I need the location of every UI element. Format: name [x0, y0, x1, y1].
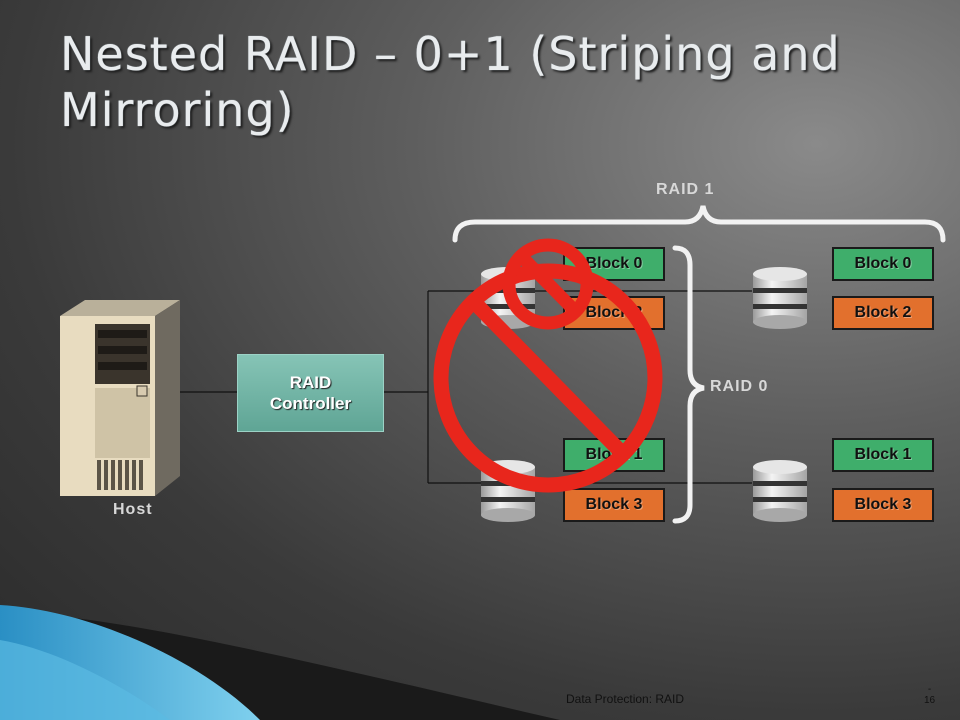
page-number: - 16 — [924, 684, 935, 706]
right-block-0: Block 0 — [832, 247, 934, 281]
right-block-3: Block 3 — [832, 488, 934, 522]
raid1-brace — [452, 205, 946, 243]
page-number-value: 16 — [924, 695, 936, 706]
page-number-dash: - — [927, 684, 932, 695]
right-block-2: Block 2 — [832, 296, 934, 330]
slide-footer: Data Protection: RAID — [566, 692, 685, 706]
right-block-1: Block 1 — [832, 438, 934, 472]
raid1-label: RAID 1 — [656, 181, 715, 198]
raid-controller-box: RAID Controller — [237, 354, 384, 432]
controller-label-line2: Controller — [269, 394, 352, 413]
host-label: Host — [113, 501, 153, 518]
slide-title: Nested RAID – 0+1 (Striping and Mirrorin… — [60, 27, 841, 137]
raid0-brace — [672, 245, 705, 524]
disk-icon-right-top — [753, 267, 807, 329]
controller-label-line1: RAID — [289, 373, 332, 392]
disk-icon-right-bottom — [753, 460, 807, 522]
raid0-label: RAID 0 — [710, 378, 769, 395]
left-block-3: Block 3 — [563, 488, 665, 522]
host-server-icon — [60, 300, 180, 496]
